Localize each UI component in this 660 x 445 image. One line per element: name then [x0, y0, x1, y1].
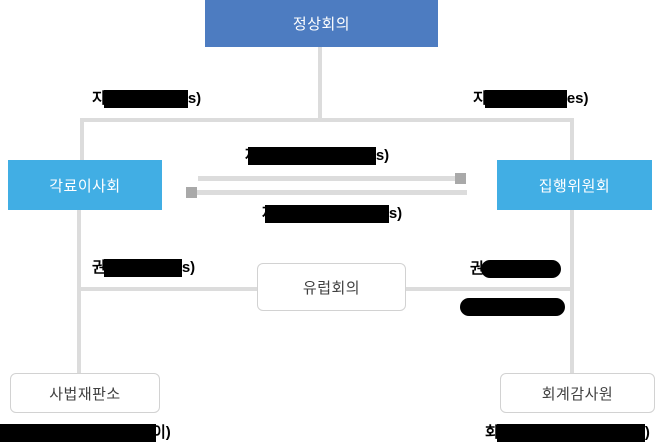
node-court-label: 사법재판소	[49, 385, 121, 403]
arrow-left-line	[197, 190, 467, 195]
redaction-bar	[247, 147, 376, 165]
edge-label-commission-to-council: 제 s)	[262, 204, 402, 224]
node-auditors: 회계감사원	[500, 373, 655, 413]
edge-label-parliament-right-line2	[460, 298, 565, 316]
edge-label-prefix: 지	[92, 90, 106, 107]
node-commission-label: 집행위원회	[538, 177, 611, 195]
edge-label-suffix: s)	[187, 90, 202, 107]
edge-label-parliament-left: 권 s)	[92, 258, 195, 278]
edge-label-prefix: 회	[485, 424, 499, 441]
node-council: 각료이사회	[8, 160, 162, 210]
connector-right-stub	[570, 118, 574, 162]
edge-label-prefix: 지	[473, 90, 487, 107]
node-summit: 정상회의	[205, 0, 438, 47]
edge-label-parliament-right-line1: 권	[470, 259, 561, 279]
redaction-bar	[264, 205, 389, 223]
node-court: 사법재판소	[10, 373, 160, 413]
edge-label-prefix: 권	[92, 259, 106, 276]
connector-left-vertical	[77, 209, 81, 374]
redaction-bar	[496, 424, 645, 442]
connector-right-vertical	[570, 209, 574, 374]
node-summit-label: 정상회의	[292, 16, 351, 33]
connector-parliament-left	[77, 287, 258, 291]
redaction-bar	[103, 259, 182, 277]
node-parliament: 유럽회의	[257, 263, 406, 311]
edge-label-council-to-commission: 제 s)	[245, 146, 389, 166]
connector-left-stub	[80, 118, 84, 162]
edge-label-suffix: s)	[181, 259, 196, 276]
redaction-bar	[103, 90, 188, 108]
redaction-bar	[0, 424, 156, 442]
arrow-right-line	[198, 176, 455, 181]
node-council-label: 각료이사회	[49, 177, 121, 195]
edge-label-suffix: 이)	[152, 424, 171, 441]
edge-label-suffix: s)	[388, 205, 403, 222]
edge-label-prefix: 권	[470, 260, 484, 277]
edge-label-summit-to-council: 지 s)	[92, 89, 201, 109]
connector-parliament-right	[405, 287, 574, 291]
node-commission: 집행위원회	[497, 160, 652, 210]
edge-label-summit-to-commission: 지 es)	[473, 89, 589, 109]
edge-label-auditors-caption: 회 )	[485, 423, 650, 443]
connector-summit-down	[318, 47, 322, 120]
arrow-left-head-icon	[186, 187, 197, 198]
edge-label-suffix: s)	[375, 147, 390, 164]
node-parliament-label: 유럽회의	[302, 279, 361, 297]
node-auditors-label: 회계감사원	[541, 385, 614, 403]
edge-label-court-caption: 이)	[0, 423, 171, 443]
connector-horizontal-main	[80, 118, 574, 122]
redaction-bar	[484, 90, 567, 108]
edge-label-suffix: )	[644, 424, 650, 441]
redaction-bar	[460, 298, 565, 316]
arrow-right-head-icon	[455, 173, 466, 184]
edge-label-suffix: es)	[566, 90, 589, 107]
redaction-bar	[480, 260, 561, 278]
